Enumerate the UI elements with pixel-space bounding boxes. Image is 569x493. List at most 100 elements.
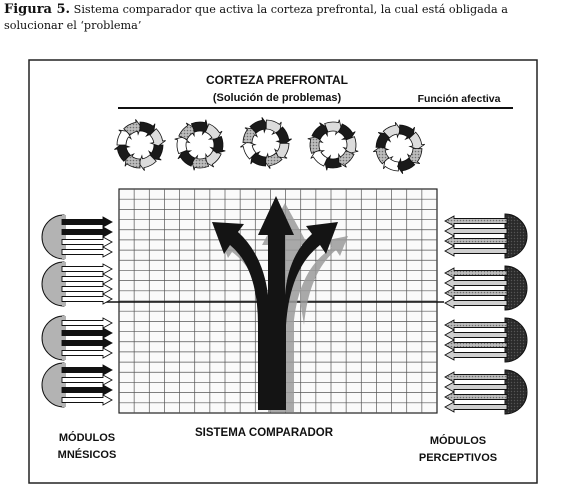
mnemonic-module [41,214,113,260]
cycle-arrow-segment [114,143,131,162]
cycle-arrow-segment [398,124,415,141]
module-joint [62,316,66,360]
module-semicircle [41,214,65,260]
module-semicircle [41,362,65,408]
cortex-cycle [240,117,292,169]
module-arrow [61,374,113,386]
mnemonic-module [41,261,113,307]
module-arrow [61,273,113,285]
cycle-arrow-segment [124,152,141,169]
cortex-cycle [114,119,166,171]
perceptive-label-line2: PERCEPTIVOS [419,452,497,464]
module-semicircle [504,369,528,415]
module-arrow [444,297,508,309]
cycle-arrow-segment [240,141,257,160]
cycle-arrow-segment [177,150,196,167]
cycle-arrow-segment [375,132,392,149]
module-arrow [61,226,113,238]
cycle-arrow-segment [204,123,223,140]
module-joint [62,215,66,259]
cortex-cycle [174,119,226,171]
cycle-arrow-segment [338,123,356,140]
module-joint [62,262,66,306]
module-arrow [61,384,113,396]
figure-label: Figura 5. [4,2,71,17]
cycle-arrow-segment [264,152,283,169]
cycle-arrow-segment [138,154,157,171]
perceptive-label-line1: MÓDULOS [430,434,486,447]
mnemonic-modules [41,214,113,408]
cortex-title: CORTEZA PREFRONTAL [206,73,348,87]
affective-function-label: Función afectiva [418,93,501,105]
module-arrow [61,317,113,329]
cortex-cycle-group [114,117,425,174]
cycle-arrow-segment [123,119,142,136]
cycle-arrow-segment [265,119,282,136]
mnemonic-label-line2: MNÉSICOS [58,448,117,461]
figure-caption: Figura 5. Sistema comparador que activa … [4,2,566,34]
cycle-arrow-segment [149,128,166,147]
cycle-arrow-segment [249,117,268,134]
cycle-arrow-segment [147,144,164,161]
module-arrow [61,327,113,339]
cycle-arrow-segment [250,150,267,167]
mnemonic-label-line1: MÓDULOS [59,431,115,444]
module-semicircle [504,265,528,311]
module-arrow [61,347,113,359]
mnemonic-module [41,362,113,408]
cycle-arrow-segment [190,119,209,136]
cycle-arrow-segment [242,127,259,144]
cycle-arrow-segment [116,129,133,146]
perceptive-module [444,369,528,415]
perceptive-module [444,213,528,259]
perceptive-module [444,317,528,363]
cycle-arrow-segment [191,154,210,171]
module-joint [62,363,66,407]
cortex-subtitle: (Solución de problemas) [213,92,342,104]
cycle-arrow-segment [310,150,328,167]
cycle-arrow-segment [373,146,390,165]
module-arrow [444,401,508,413]
module-semicircle [504,317,528,363]
cycle-arrow-segment [178,122,195,141]
comparator-label: SISTEMA COMPARADOR [195,427,334,439]
cycle-arrow-segment [174,136,191,155]
cycle-arrow-segment [342,136,359,154]
cycle-arrow-segment [397,157,416,174]
cycle-arrow-segment [205,149,222,168]
cycle-arrow-segment [209,135,226,154]
cycle-arrow-segment [324,119,342,136]
cycle-arrow-segment [382,122,401,139]
module-arrow [61,337,113,349]
cycle-arrow-segment [338,150,355,168]
cortex-cycle [307,119,359,171]
comparator-arrow [212,196,338,410]
perceptive-module [444,265,528,311]
cycle-arrow-segment [275,126,292,145]
mnemonic-module [41,315,113,361]
cycle-arrow-segment [139,121,156,138]
module-arrow [61,263,113,275]
cycle-arrow-segment [307,136,324,154]
module-arrow [61,293,113,305]
module-arrow [61,394,113,406]
module-semicircle [41,261,65,307]
module-semicircle [41,315,65,361]
cycle-arrow-segment [408,131,425,150]
module-arrow [61,364,113,376]
cycle-arrow-segment [273,142,290,159]
cycle-arrow-segment [406,147,423,164]
module-semicircle [504,213,528,259]
cycle-arrow-segment [324,154,342,171]
module-arrow [61,283,113,295]
figure-caption-text: Sistema comparador que activa la corteza… [4,3,508,32]
module-arrow [444,349,508,361]
perceptive-modules [444,213,528,415]
cycle-arrow-segment [383,155,400,172]
cycle-arrow-segment [311,122,328,140]
module-arrow [61,236,113,248]
module-arrow [444,245,508,257]
module-arrow [61,246,113,258]
cortex-cycle [373,122,425,174]
